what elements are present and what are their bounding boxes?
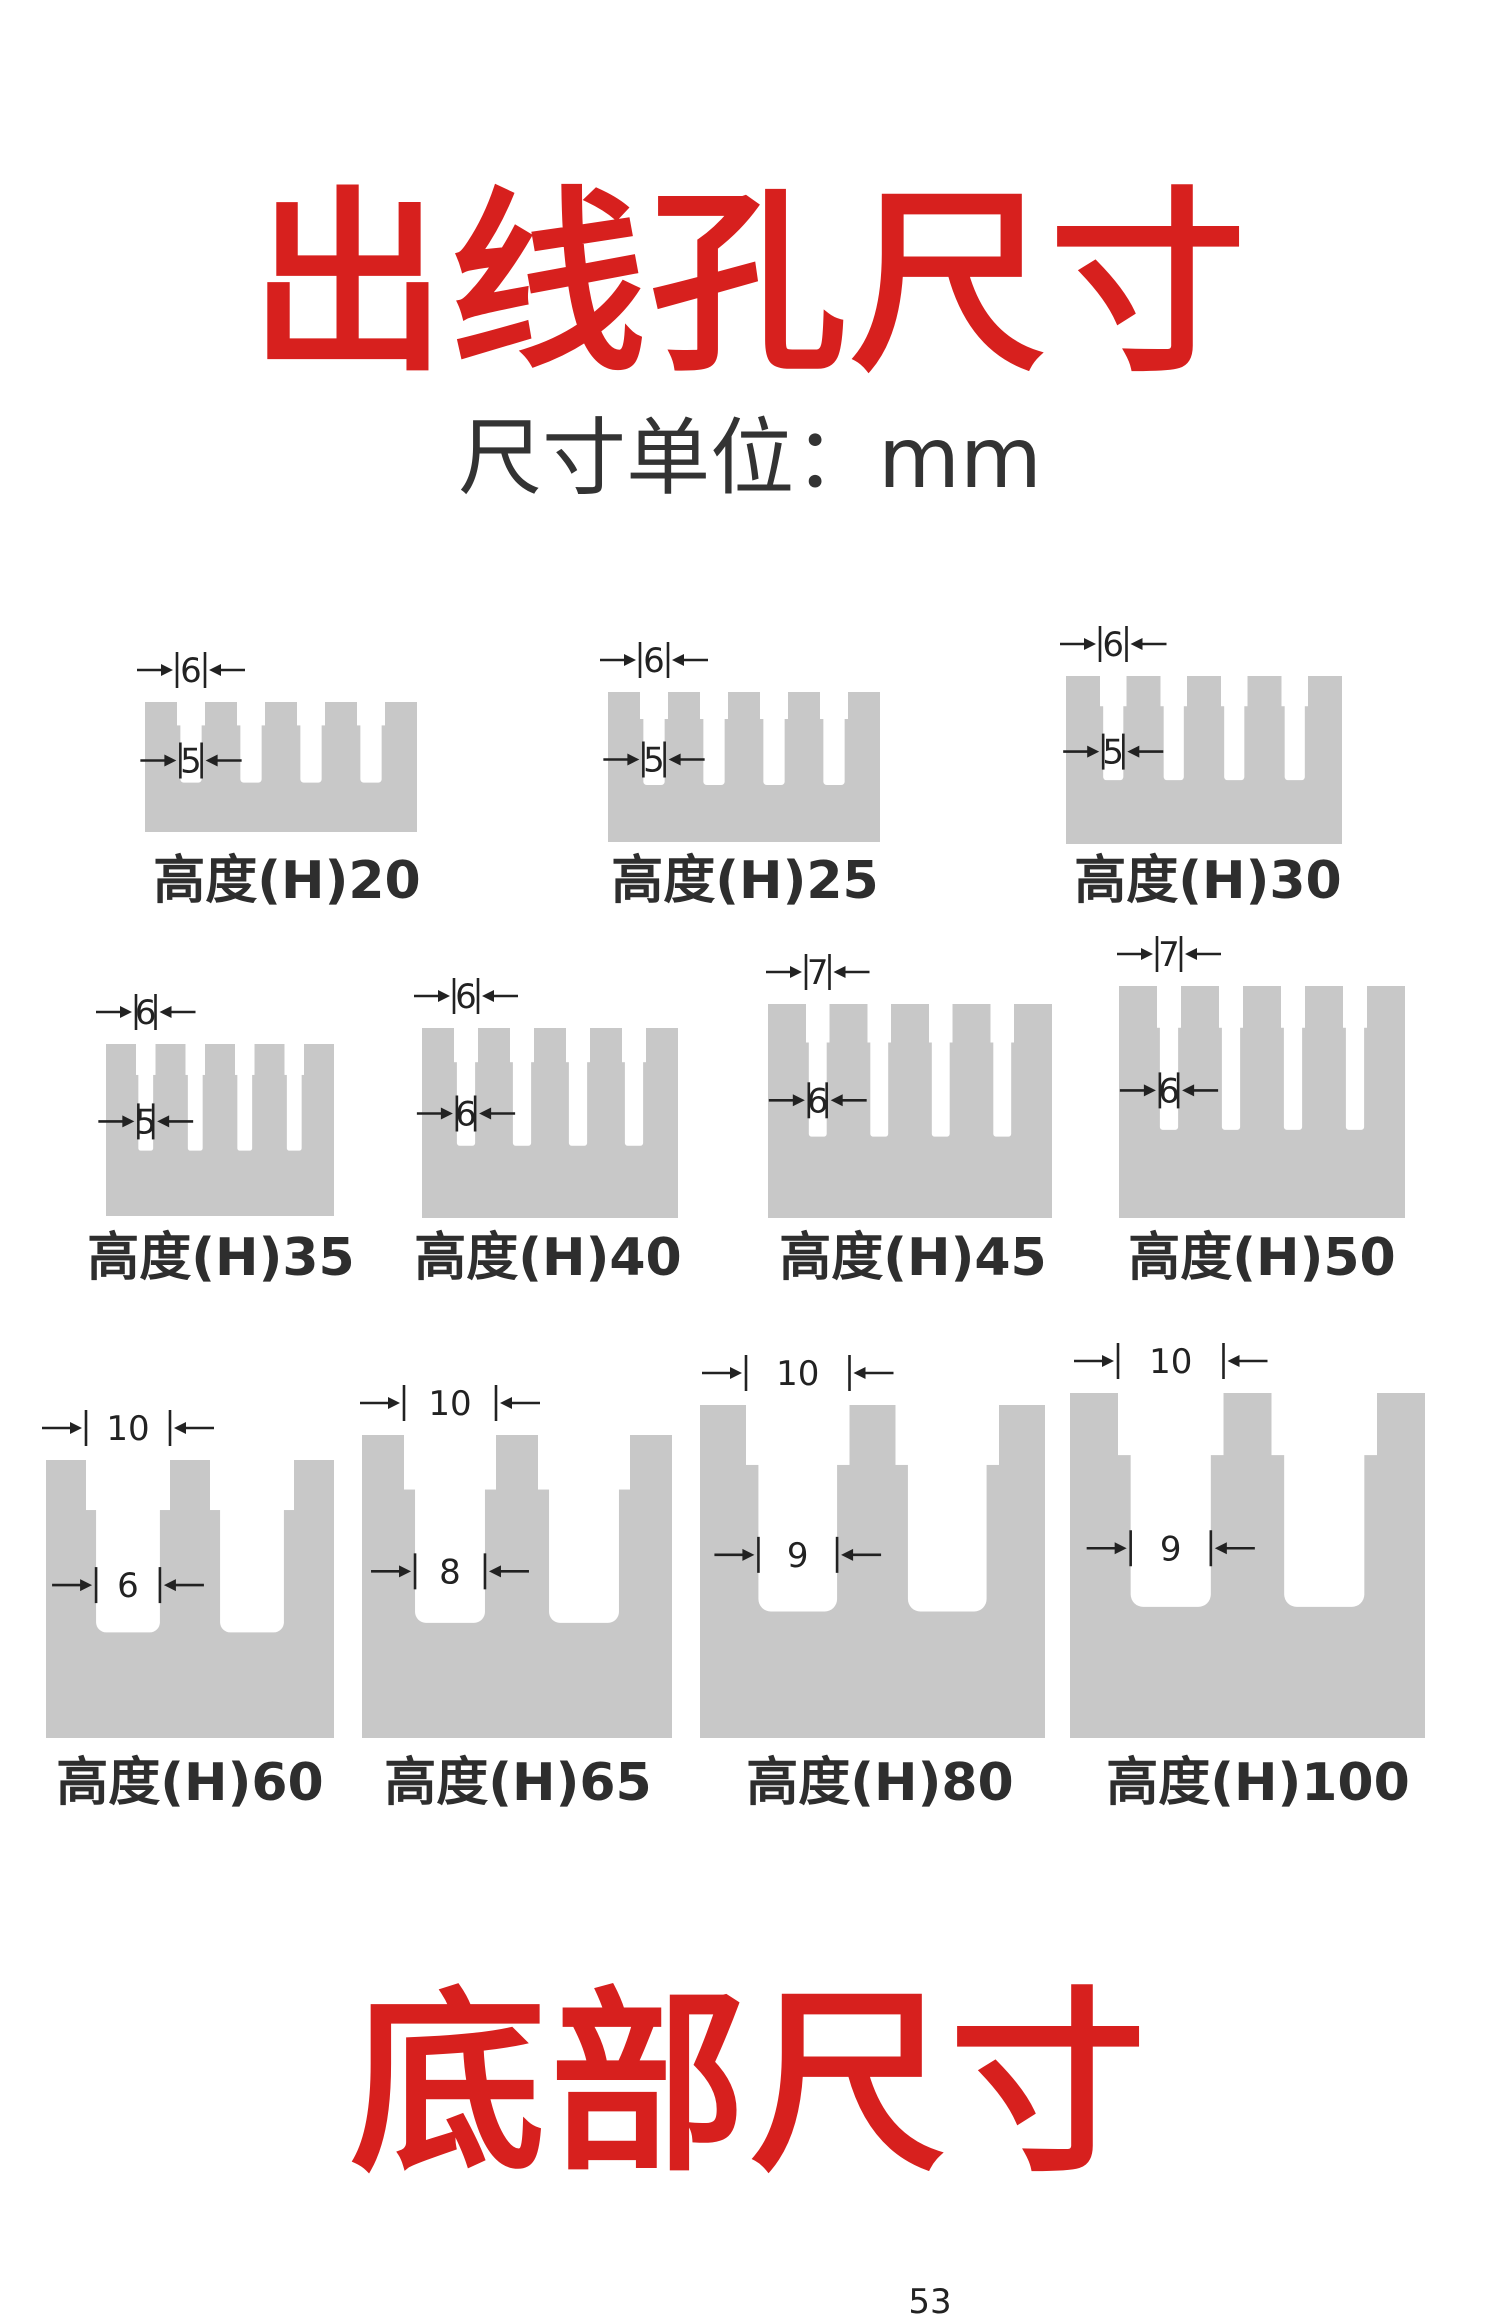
hole-width-label: 6 (455, 1095, 477, 1135)
profile-height-label: 高度(H)50 (1128, 1228, 1395, 1288)
slot-width-label: 6 (180, 651, 202, 691)
unit-subtitle: 尺寸单位：mm (458, 409, 1042, 507)
page-number: 53 (908, 2282, 952, 2322)
profile-100: 10 9 高度(H)100 (1070, 1342, 1425, 1813)
hole-width-label: 9 (1160, 1529, 1182, 1569)
hole-width-label: 6 (807, 1081, 829, 1121)
profile-height-label: 高度(H)25 (611, 851, 878, 911)
profile-height-label: 高度(H)35 (87, 1228, 354, 1288)
profile-60: 10 6 高度(H)60 (42, 1409, 334, 1813)
profile-80: 10 9 高度(H)80 (700, 1354, 1045, 1813)
profile-40: 6 6 高度(H)40 (414, 977, 682, 1288)
profile-height-label: 高度(H)30 (1074, 851, 1341, 911)
profile-35: 6 5 高度(H)35 (87, 993, 354, 1288)
slot-width-label: 10 (106, 1409, 149, 1449)
profile-30: 6 5 高度(H)30 (1060, 625, 1342, 911)
profile-65: 10 8 高度(H)65 (360, 1384, 672, 1813)
hole-width-label: 5 (643, 741, 665, 781)
slot-width-label: 10 (428, 1384, 471, 1424)
profile-height-label: 高度(H)40 (414, 1228, 681, 1288)
profile-50: 7 6 高度(H)50 (1117, 935, 1405, 1288)
profile-height-label: 高度(H)45 (779, 1228, 1046, 1288)
slot-width-label: 10 (1149, 1342, 1192, 1382)
profile-height-label: 高度(H)100 (1106, 1753, 1410, 1813)
slot-width-label: 7 (1158, 935, 1180, 975)
hole-width-label: 5 (180, 742, 202, 782)
section-title-bottom: 底部尺寸 (349, 1971, 1150, 2199)
slot-width-label: 10 (776, 1354, 819, 1394)
profile-25: 6 5 高度(H)25 (600, 641, 880, 911)
hole-width-label: 6 (117, 1566, 139, 1606)
hole-width-label: 8 (439, 1552, 461, 1592)
profile-height-label: 高度(H)20 (153, 851, 420, 911)
hole-width-label: 9 (787, 1536, 809, 1576)
slot-width-label: 6 (1102, 625, 1124, 665)
hole-width-label: 6 (1158, 1071, 1180, 1111)
slot-width-label: 6 (135, 993, 157, 1033)
slot-width-label: 6 (643, 641, 665, 681)
slot-width-label: 7 (807, 953, 829, 993)
profile-20: 6 5 高度(H)20 (137, 651, 421, 911)
profile-height-label: 高度(H)80 (746, 1753, 1013, 1813)
profile-height-label: 高度(H)65 (384, 1753, 651, 1813)
page-title: 出线孔尺寸 (249, 171, 1250, 399)
hole-width-label: 5 (135, 1102, 157, 1142)
profile-height-label: 高度(H)60 (56, 1753, 323, 1813)
hole-width-label: 5 (1102, 733, 1124, 773)
profile-45: 7 6 高度(H)45 (766, 953, 1052, 1288)
slot-width-label: 6 (455, 977, 477, 1017)
